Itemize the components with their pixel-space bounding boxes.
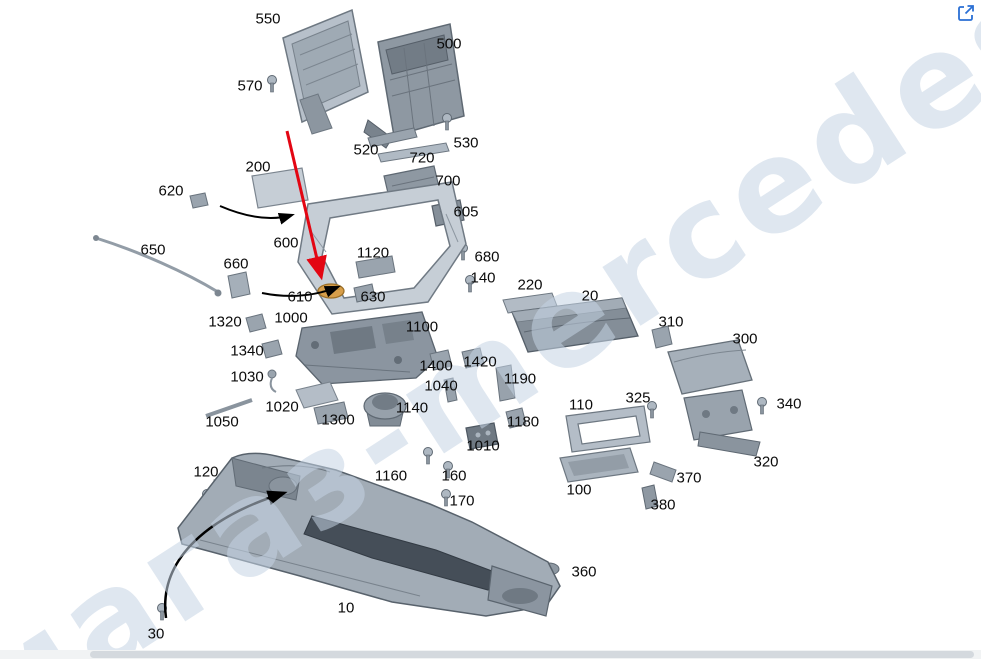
part-label-1320[interactable]: 1320 xyxy=(208,313,242,331)
part-200-shape xyxy=(251,167,309,209)
part-550-shape xyxy=(282,8,369,135)
part-label-1300[interactable]: 1300 xyxy=(321,411,355,429)
part-1020-shape xyxy=(295,381,339,409)
part-620-shape xyxy=(189,192,209,209)
part-label-1020[interactable]: 1020 xyxy=(265,398,299,416)
part-label-530[interactable]: 530 xyxy=(453,134,479,152)
part-label-300[interactable]: 300 xyxy=(732,330,758,348)
part-label-1160[interactable]: 1160 xyxy=(374,467,408,485)
red-pointer-arrow xyxy=(285,130,327,281)
part-label-1120[interactable]: 1120 xyxy=(356,244,390,262)
part-label-630[interactable]: 630 xyxy=(360,288,386,306)
part-320-shape xyxy=(683,389,761,457)
part-label-1400[interactable]: 1400 xyxy=(419,357,453,375)
part-label-110[interactable]: 110 xyxy=(569,396,593,414)
part-label-370[interactable]: 370 xyxy=(676,469,702,487)
part-630-shape xyxy=(353,283,376,303)
part-310-shape xyxy=(651,325,673,349)
part-label-380[interactable]: 380 xyxy=(650,496,676,514)
part-label-1420[interactable]: 1420 xyxy=(463,353,497,371)
part-label-1030[interactable]: 1030 xyxy=(230,368,264,386)
part-1180-shape xyxy=(505,407,527,429)
part-label-325[interactable]: 325 xyxy=(625,389,651,407)
part-label-30[interactable]: 30 xyxy=(147,625,165,643)
part-500-shape xyxy=(363,23,465,149)
part-label-170[interactable]: 170 xyxy=(449,492,475,510)
part-label-600[interactable]: 600 xyxy=(273,234,299,252)
part-label-605[interactable]: 605 xyxy=(453,203,479,221)
part-label-570[interactable]: 570 xyxy=(237,77,263,95)
external-link-icon[interactable] xyxy=(957,4,975,22)
part-1400-shape xyxy=(429,349,453,371)
leader-arrows xyxy=(163,205,341,619)
part-label-500[interactable]: 500 xyxy=(436,35,462,53)
part-label-340[interactable]: 340 xyxy=(776,395,802,413)
part-label-620[interactable]: 620 xyxy=(158,182,184,200)
part-1120-shape xyxy=(355,255,396,279)
part-label-520[interactable]: 520 xyxy=(353,141,379,159)
part-1140-shape xyxy=(363,392,407,427)
part-label-1010[interactable]: 1010 xyxy=(466,437,500,455)
part-label-20[interactable]: 20 xyxy=(581,287,599,305)
part-1420-shape xyxy=(461,347,485,369)
part-1300-shape xyxy=(313,401,349,425)
part-520-shape xyxy=(367,127,418,148)
part-110-shape xyxy=(565,405,651,453)
part-1190-shape xyxy=(495,364,516,402)
part-label-660[interactable]: 660 xyxy=(223,255,249,273)
part-720-shape xyxy=(377,142,450,163)
part-label-360[interactable]: 360 xyxy=(571,563,597,581)
part-label-550[interactable]: 550 xyxy=(255,10,281,28)
part-label-720[interactable]: 720 xyxy=(409,149,435,167)
part-label-1190[interactable]: 1190 xyxy=(503,370,537,388)
part-380-shape xyxy=(641,484,659,510)
part-label-1040[interactable]: 1040 xyxy=(424,377,458,395)
part-1010-shape xyxy=(465,422,499,450)
part-label-1100[interactable]: 1100 xyxy=(405,318,439,336)
part-label-680[interactable]: 680 xyxy=(474,248,500,266)
part-label-160[interactable]: 160 xyxy=(441,467,467,485)
part-label-140[interactable]: 140 xyxy=(470,269,496,287)
part-label-610[interactable]: 610 xyxy=(287,288,313,306)
part-1040-shape xyxy=(443,377,458,403)
part-label-320[interactable]: 320 xyxy=(753,453,779,471)
part-650-wire xyxy=(93,235,222,297)
part-label-1000[interactable]: 1000 xyxy=(274,309,308,327)
part-1000-shape xyxy=(295,311,439,385)
part-300-shape xyxy=(667,339,753,395)
part-660-shape xyxy=(227,271,251,299)
part-label-310[interactable]: 310 xyxy=(658,313,684,331)
part-20-shape xyxy=(511,297,639,353)
part-100-shape xyxy=(559,447,639,483)
part-label-200[interactable]: 200 xyxy=(245,158,271,176)
part-label-1180[interactable]: 1180 xyxy=(506,413,540,431)
part-label-650[interactable]: 650 xyxy=(140,241,166,259)
part-1320-shape xyxy=(245,313,267,333)
part-1050-shape xyxy=(205,398,253,418)
part-1030-shape xyxy=(267,369,277,393)
part-1340-shape xyxy=(261,339,283,359)
part-label-1140[interactable]: 1140 xyxy=(395,399,429,417)
part-label-1050[interactable]: 1050 xyxy=(205,413,239,431)
horizontal-scrollbar-thumb[interactable] xyxy=(90,651,974,658)
part-label-1340[interactable]: 1340 xyxy=(230,342,264,360)
part-label-100[interactable]: 100 xyxy=(566,481,592,499)
part-label-700[interactable]: 700 xyxy=(435,172,461,190)
part-label-220[interactable]: 220 xyxy=(517,276,543,294)
part-label-120[interactable]: 120 xyxy=(193,463,219,481)
part-label-10[interactable]: 10 xyxy=(337,599,355,617)
part-370-shape xyxy=(649,461,677,483)
horizontal-scrollbar-track[interactable] xyxy=(0,650,981,659)
